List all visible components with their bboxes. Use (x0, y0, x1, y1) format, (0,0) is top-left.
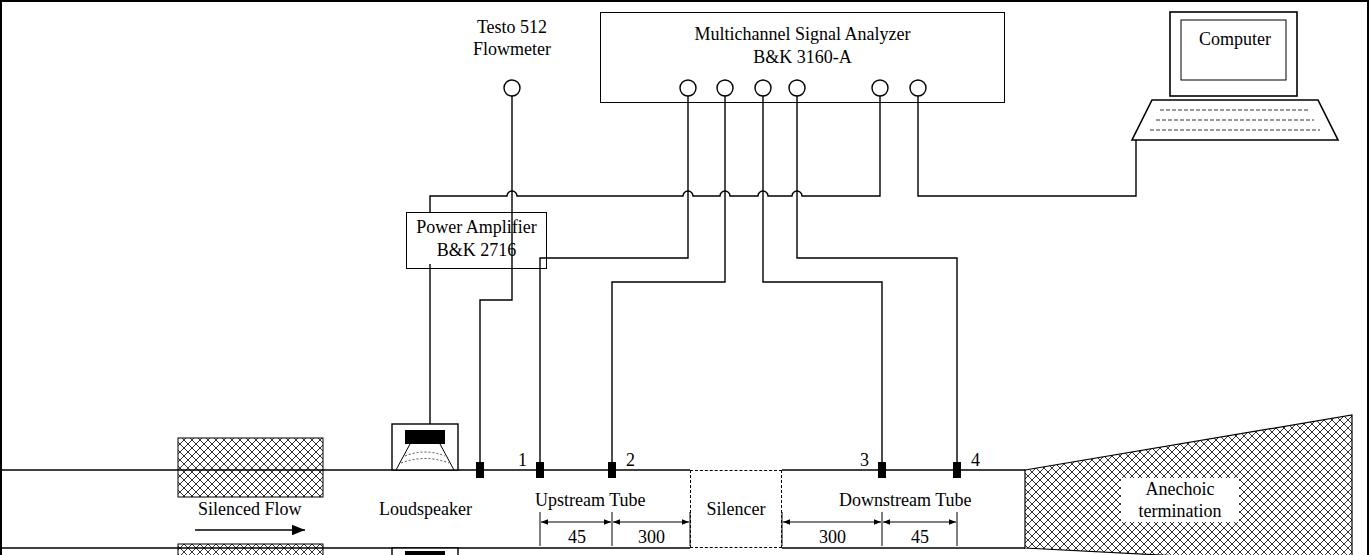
part-label: Silenced Flow (198, 498, 302, 520)
connector-socket (504, 80, 926, 96)
callout-number: 3 (860, 449, 869, 471)
dimension: 45 (568, 526, 586, 548)
amplifier-box: Power AmplifierB&K 2716 (406, 212, 547, 269)
dimension: 300 (819, 526, 846, 548)
computer-box: Computer (1130, 12, 1340, 140)
part-label: Downstream Tube (839, 489, 972, 511)
callout-number: 2 (626, 449, 635, 471)
node-title: Power Amplifier (416, 216, 536, 239)
cable (430, 103, 880, 212)
callout-number: 4 (971, 449, 980, 471)
signal-wire (430, 96, 957, 462)
loudspeaker-symbol (392, 424, 458, 555)
node-subtitle: B&K 2716 (437, 239, 517, 262)
analyzer-box: Multichannel Signal AnalyzerB&K 3160-A (600, 12, 1005, 103)
tube-walls (0, 470, 1025, 548)
part-label: Anechoic termination (1121, 478, 1239, 522)
part-label: Loudspeaker (379, 498, 472, 520)
dimension: 45 (911, 526, 929, 548)
callout-number: 1 (518, 449, 527, 471)
node-title: Multichannel Signal Analyzer (695, 23, 911, 46)
node-title: Computer (1199, 28, 1271, 51)
dimension: 300 (638, 526, 665, 548)
flowmeter-label: Testo 512 Flowmeter (466, 16, 558, 60)
cable (918, 103, 1136, 196)
anechoic-wedge (1025, 415, 1352, 555)
silencer-hatch (178, 438, 323, 497)
node-subtitle: B&K 3160-A (753, 46, 852, 69)
node-title: Silencer (707, 498, 766, 521)
computer-figure (1132, 12, 1338, 140)
silencer-hatch (178, 544, 323, 555)
flow-arrow (195, 529, 305, 531)
part-label: Upstream Tube (535, 489, 646, 511)
silencer-box: Silencer (690, 470, 782, 548)
